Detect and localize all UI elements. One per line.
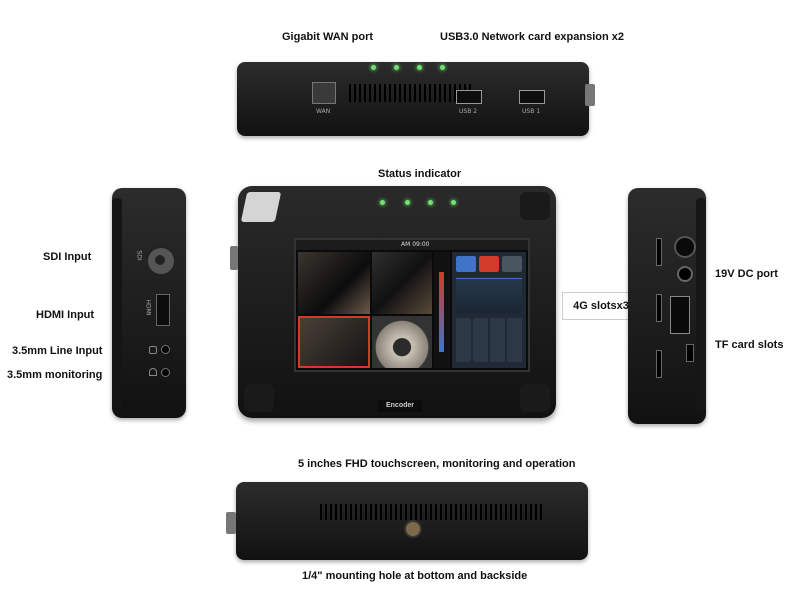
label-line-input: 3.5mm Line Input xyxy=(12,345,103,357)
sdi-print: SDI xyxy=(135,250,143,261)
sdi-connector xyxy=(146,246,176,276)
headphone-icon xyxy=(149,368,157,376)
status-led-2 xyxy=(405,200,410,205)
label-dc-port: 19V DC port xyxy=(715,268,778,280)
control-tile-2[interactable] xyxy=(479,256,499,272)
usb2-port xyxy=(456,90,482,104)
label-hdmi-input: HDMI Input xyxy=(36,309,95,321)
power-button[interactable] xyxy=(674,236,696,258)
device-bottom-view xyxy=(226,482,588,560)
status-led-3 xyxy=(428,200,433,205)
front-corner-tr xyxy=(520,192,550,220)
usb1-port xyxy=(519,90,545,104)
hdmi-print: HDMI xyxy=(144,299,152,316)
label-gigabit-wan: Gigabit WAN port xyxy=(282,31,374,43)
line-input-jack xyxy=(161,345,170,354)
video-preview-3[interactable] xyxy=(298,316,370,368)
label-sdi-input: SDI Input xyxy=(43,251,92,263)
brand-plate: Encoder xyxy=(378,400,422,412)
sim-slot-1[interactable] xyxy=(656,238,662,266)
dc-port xyxy=(677,266,693,282)
hdmi-connector xyxy=(156,294,170,326)
video-preview-1[interactable] xyxy=(298,252,370,314)
signal-graph xyxy=(456,278,522,313)
sim-slot-3[interactable] xyxy=(656,350,662,378)
usb2-port-label: USB 2 xyxy=(459,108,478,115)
device-left-view: SDI HDMI xyxy=(112,188,186,418)
audio-meter-bar xyxy=(439,272,444,352)
monitoring-jack xyxy=(161,368,170,377)
front-left-bnc xyxy=(230,246,238,270)
wan-port xyxy=(312,82,336,104)
label-touchscreen: 5 inches FHD touchscreen, monitoring and… xyxy=(298,458,576,470)
label-4g-slots: 4G slotsx3 xyxy=(562,292,640,320)
top-led-2 xyxy=(394,65,399,70)
control-grid[interactable] xyxy=(456,318,522,362)
usb-connector-side xyxy=(670,296,690,334)
device-top-view: WAN USB 2 USB 1 xyxy=(237,62,595,136)
sim-slot-2[interactable] xyxy=(656,294,662,322)
label-status-indicator: Status indicator xyxy=(378,168,462,180)
status-led-4 xyxy=(451,200,456,205)
bottom-bnc-connector xyxy=(226,512,236,534)
label-usb-expansion: USB3.0 Network card expansion x2 xyxy=(440,31,625,43)
device-front-view: AM 09:00 Encoder xyxy=(230,186,556,418)
video-preview-4[interactable] xyxy=(372,316,432,368)
tf-slot[interactable] xyxy=(686,344,694,362)
control-tile-1[interactable] xyxy=(456,256,476,272)
left-side-edge xyxy=(112,198,122,408)
right-side-edge xyxy=(696,198,706,412)
clock-text: AM 09:00 xyxy=(401,241,430,248)
control-tile-3[interactable] xyxy=(502,256,522,272)
front-corner-tl xyxy=(240,192,282,222)
line-input-icon xyxy=(149,346,157,354)
top-led-3 xyxy=(417,65,422,70)
touchscreen[interactable]: AM 09:00 xyxy=(294,238,530,372)
control-panel[interactable] xyxy=(452,252,526,368)
video-preview-2[interactable] xyxy=(372,252,432,314)
top-vent xyxy=(349,84,471,102)
front-corner-br xyxy=(520,384,550,412)
top-bnc-connector xyxy=(585,84,595,106)
label-monitoring: 3.5mm monitoring xyxy=(7,369,103,381)
wan-port-label: WAN xyxy=(316,108,331,115)
label-mounting-hole: 1/4" mounting hole at bottom and backsid… xyxy=(302,570,528,582)
status-led-1 xyxy=(380,200,385,205)
usb1-port-label: USB 1 xyxy=(522,108,541,115)
audio-meter-panel[interactable] xyxy=(434,252,450,368)
top-led-4 xyxy=(440,65,445,70)
top-led-1 xyxy=(371,65,376,70)
mounting-hole xyxy=(404,520,422,538)
sdi-connector-core xyxy=(155,255,165,265)
front-corner-bl xyxy=(244,384,274,412)
device-right-view xyxy=(628,188,706,424)
label-tf-slots: TF card slots xyxy=(715,339,784,351)
status-bar: AM 09:00 xyxy=(296,240,528,250)
bottom-vent xyxy=(320,504,542,520)
